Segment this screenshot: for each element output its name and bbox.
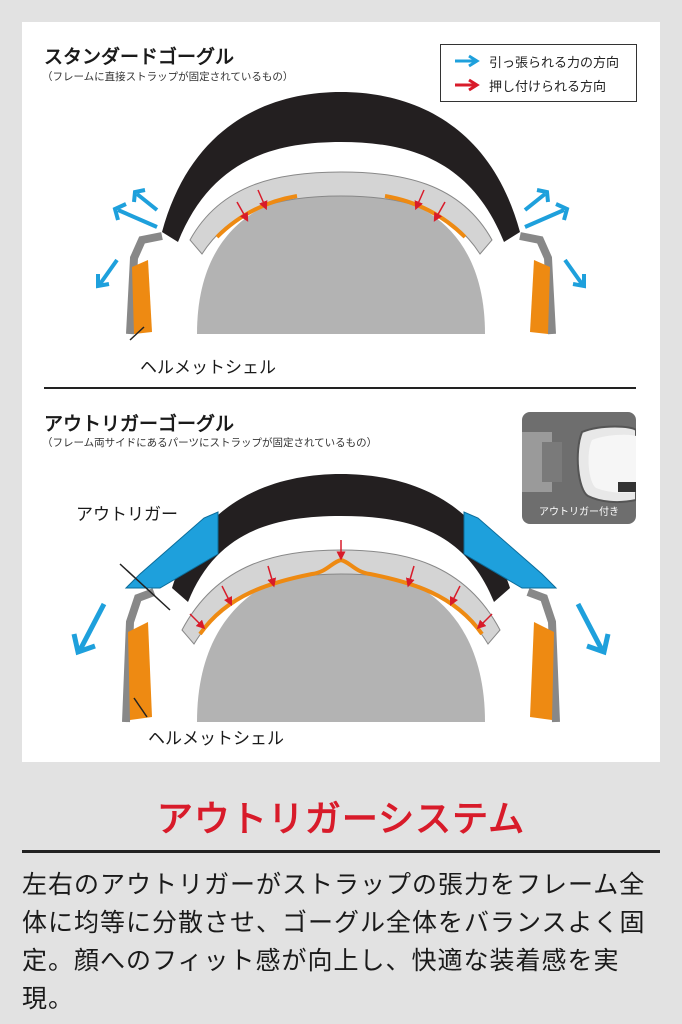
outrigger-leader-line	[119, 563, 171, 611]
outrigger-title: アウトリガーゴーグル	[44, 413, 235, 435]
diagram-panel: スタンダードゴーグル （フレームに直接ストラップが固定されているもの） 引っ張ら…	[22, 22, 660, 762]
helmet-shell-standard	[197, 190, 485, 334]
legend-press-label: 押し付けられる方向	[489, 79, 607, 95]
helmet-leader-line-standard	[129, 326, 145, 341]
outrigger-diagram	[71, 326, 611, 723]
strap-standard-left	[215, 194, 298, 239]
helmet-band-left-outrigger	[122, 588, 156, 723]
helmet-label-standard: ヘルメットシェル	[140, 358, 276, 378]
helmet-leader-line-outrigger	[133, 697, 148, 718]
helmet-label-outrigger: ヘルメットシェル	[148, 729, 284, 749]
legend: 引っ張られる力の方向 押し付けられる方向	[440, 44, 637, 102]
lens-standard	[189, 171, 493, 255]
title-rule	[22, 850, 660, 853]
helmet-shell-outrigger	[197, 567, 485, 722]
frame-standard	[162, 92, 520, 242]
standard-diagram	[96, 92, 586, 335]
frame-outrigger	[172, 474, 510, 602]
helmet-pad-left-outrigger	[128, 622, 152, 720]
helmet-pad-right-standard	[530, 260, 550, 334]
goggle-photo-icon	[522, 425, 636, 504]
legend-pull: 引っ張られる力の方向	[453, 51, 619, 71]
strap-standard-right	[384, 194, 467, 239]
outrigger-part-left	[124, 511, 219, 589]
helmet-pad-left-standard	[132, 260, 152, 334]
standard-title: スタンダードゴーグル	[44, 46, 235, 68]
red-arrow-icon	[455, 78, 480, 92]
outrigger-part-right	[463, 511, 558, 589]
pull-arrows-standard	[96, 188, 586, 289]
helmet-pad-right-outrigger	[530, 622, 554, 720]
section-divider	[44, 387, 636, 389]
legend-pull-label: 引っ張られる力の方向	[489, 55, 620, 71]
legend-press: 押し付けられる方向	[453, 75, 606, 95]
outrigger-inset-photo: アウトリガー付き	[522, 412, 636, 524]
inset-label: アウトリガー付き	[539, 507, 619, 518]
helmet-band-right-standard	[519, 232, 556, 335]
system-title: アウトリガーシステム	[156, 799, 526, 840]
helmet-band-left-standard	[126, 232, 163, 335]
goggle-diagrams	[71, 92, 611, 723]
outrigger-subtitle: （フレーム両サイドにあるパーツにストラップが固定されているもの）	[42, 437, 378, 449]
outrigger-label: アウトリガー	[76, 505, 178, 525]
pull-arrows-outrigger	[71, 602, 611, 656]
blue-arrow-icon	[455, 54, 480, 68]
description-text: 左右のアウトリガーがストラップの張力をフレーム全体に均等に分散させ、ゴーグル全体…	[22, 870, 646, 1013]
standard-subtitle: （フレームに直接ストラップが固定されているもの）	[42, 71, 294, 83]
helmet-band-right-outrigger	[526, 588, 560, 723]
